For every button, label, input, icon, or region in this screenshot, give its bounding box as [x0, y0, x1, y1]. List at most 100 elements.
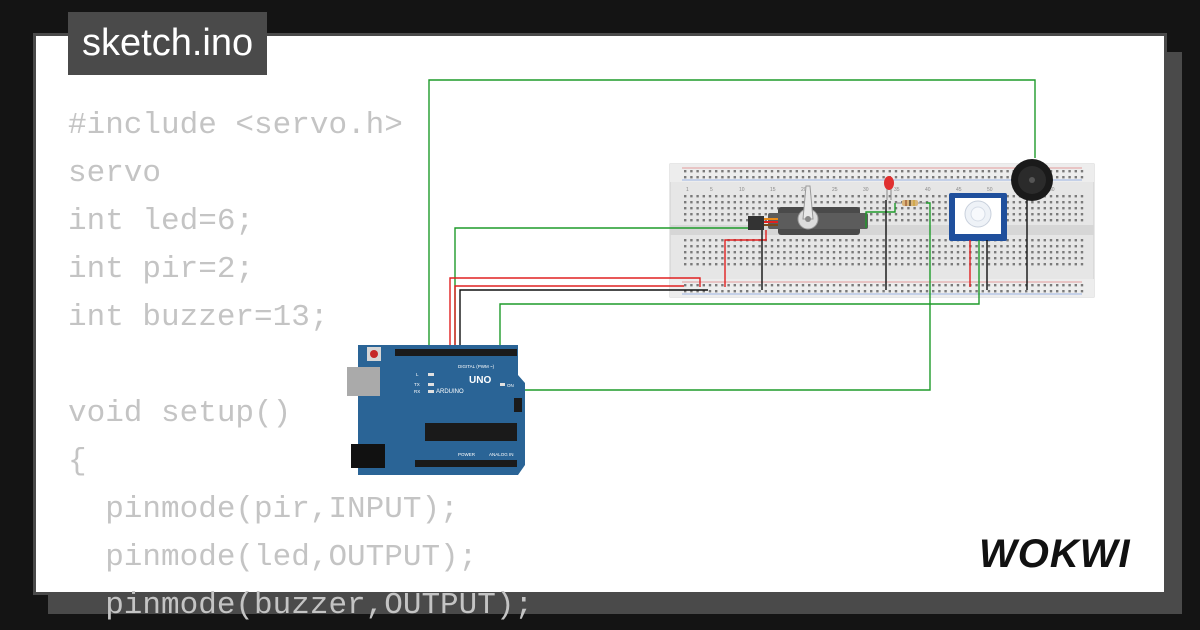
- breadboard-hole: [845, 290, 848, 293]
- breadboard-hole: [981, 263, 984, 266]
- breadboard-hole: [777, 170, 780, 173]
- breadboard-hole: [1080, 263, 1084, 266]
- breadboard-hole: [925, 257, 929, 260]
- breadboard-hole: [907, 263, 910, 266]
- breadboard-hole: [783, 284, 786, 287]
- breadboard-hole: [1068, 290, 1071, 293]
- breadboard-hole: [733, 195, 736, 198]
- filename-tab: sketch.ino: [68, 12, 268, 75]
- breadboard-hole: [981, 290, 984, 293]
- breadboard-hole: [857, 263, 860, 266]
- breadboard-hole: [863, 290, 867, 293]
- breadboard-hole: [696, 263, 699, 266]
- breadboard-hole: [925, 201, 929, 204]
- breadboard-hole: [870, 213, 873, 216]
- breadboard-hole: [702, 207, 705, 210]
- breadboard-hole: [739, 263, 743, 266]
- breadboard-hole: [963, 170, 966, 173]
- breadboard-hole: [764, 257, 767, 260]
- breadboard-hole: [764, 219, 767, 222]
- breadboard-hole: [1062, 257, 1065, 260]
- breadboard-hole: [752, 251, 755, 254]
- breadboard-hole: [870, 219, 873, 222]
- breadboard-hole: [758, 176, 761, 179]
- breadboard-hole: [1074, 213, 1077, 216]
- breadboard-hole: [1062, 219, 1065, 222]
- breadboard-hole: [963, 284, 966, 287]
- breadboard-hole: [863, 176, 867, 179]
- arduino-uno: UNO ARDUINO DIGITAL (PWM ~) ANALOG IN PO…: [347, 345, 525, 475]
- breadboard-hole: [851, 239, 854, 242]
- breadboard-hole: [1068, 195, 1071, 198]
- breadboard-hole: [702, 201, 705, 204]
- breadboard-hole: [733, 219, 736, 222]
- breadboard-hole: [696, 195, 699, 198]
- breadboard-hole: [1049, 263, 1053, 266]
- breadboard-hole: [789, 170, 792, 173]
- breadboard-hole: [814, 176, 817, 179]
- breadboard-hole: [932, 290, 935, 293]
- breadboard-hole: [882, 219, 885, 222]
- breadboard-hole: [839, 263, 842, 266]
- breadboard-hole: [1031, 257, 1034, 260]
- breadboard-hole: [783, 263, 786, 266]
- breadboard-hole: [795, 170, 798, 173]
- breadboard-hole: [1062, 176, 1065, 179]
- breadboard-hole: [708, 290, 712, 293]
- breadboard-hole: [1056, 176, 1059, 179]
- breadboard-hole: [777, 257, 780, 260]
- breadboard-hole: [925, 251, 929, 254]
- breadboard-hole: [1006, 290, 1009, 293]
- breadboard-hole: [746, 219, 749, 222]
- breadboard-hole: [944, 201, 947, 204]
- breadboard-hole: [1037, 219, 1040, 222]
- breadboard-hole: [783, 290, 786, 293]
- breadboard-hole: [764, 284, 767, 287]
- breadboard-hole: [783, 245, 786, 248]
- breadboard-hole: [826, 170, 829, 173]
- breadboard-hole: [721, 251, 724, 254]
- breadboard-hole: [777, 284, 780, 287]
- breadboard-hole: [1043, 284, 1046, 287]
- breadboard-hole: [876, 195, 879, 198]
- breadboard-hole: [913, 257, 916, 260]
- breadboard-hole: [975, 290, 978, 293]
- breadboard-hole: [715, 263, 718, 266]
- breadboard-hole: [733, 263, 736, 266]
- breadboard-hole: [1074, 239, 1077, 242]
- breadboard-hole: [727, 219, 730, 222]
- led: [884, 176, 894, 200]
- breadboard-hole: [789, 263, 792, 266]
- breadboard-hole: [938, 239, 941, 242]
- breadboard-hole: [1018, 245, 1022, 248]
- breadboard-hole: [746, 195, 749, 198]
- breadboard-hole: [801, 257, 805, 260]
- breadboard-hole: [901, 207, 904, 210]
- breadboard-hole: [1068, 201, 1071, 204]
- breadboard-hole: [746, 257, 749, 260]
- breadboard-hole: [894, 239, 898, 242]
- breadboard-hole: [1006, 245, 1009, 248]
- breadboard-hole: [721, 170, 724, 173]
- breadboard-hole: [690, 195, 693, 198]
- breadboard-hole: [801, 201, 805, 204]
- breadboard-hole: [845, 195, 848, 198]
- breadboard-hole: [715, 195, 718, 198]
- breadboard-hole: [907, 257, 910, 260]
- column-number: 1: [686, 187, 689, 193]
- breadboard-hole: [795, 290, 798, 293]
- breadboard-hole: [690, 263, 693, 266]
- breadboard-hole: [907, 207, 910, 210]
- column-number: 15: [770, 187, 776, 193]
- breadboard-hole: [1056, 219, 1059, 222]
- breadboard-hole: [925, 263, 929, 266]
- breadboard-hole: [1012, 195, 1015, 198]
- breadboard-hole: [1056, 290, 1059, 293]
- breadboard-hole: [1049, 195, 1053, 198]
- breadboard-hole: [789, 195, 792, 198]
- breadboard-hole: [1018, 213, 1022, 216]
- breadboard-hole: [758, 257, 761, 260]
- breadboard-hole: [963, 251, 966, 254]
- breadboard-hole: [857, 290, 860, 293]
- breadboard-hole: [758, 290, 761, 293]
